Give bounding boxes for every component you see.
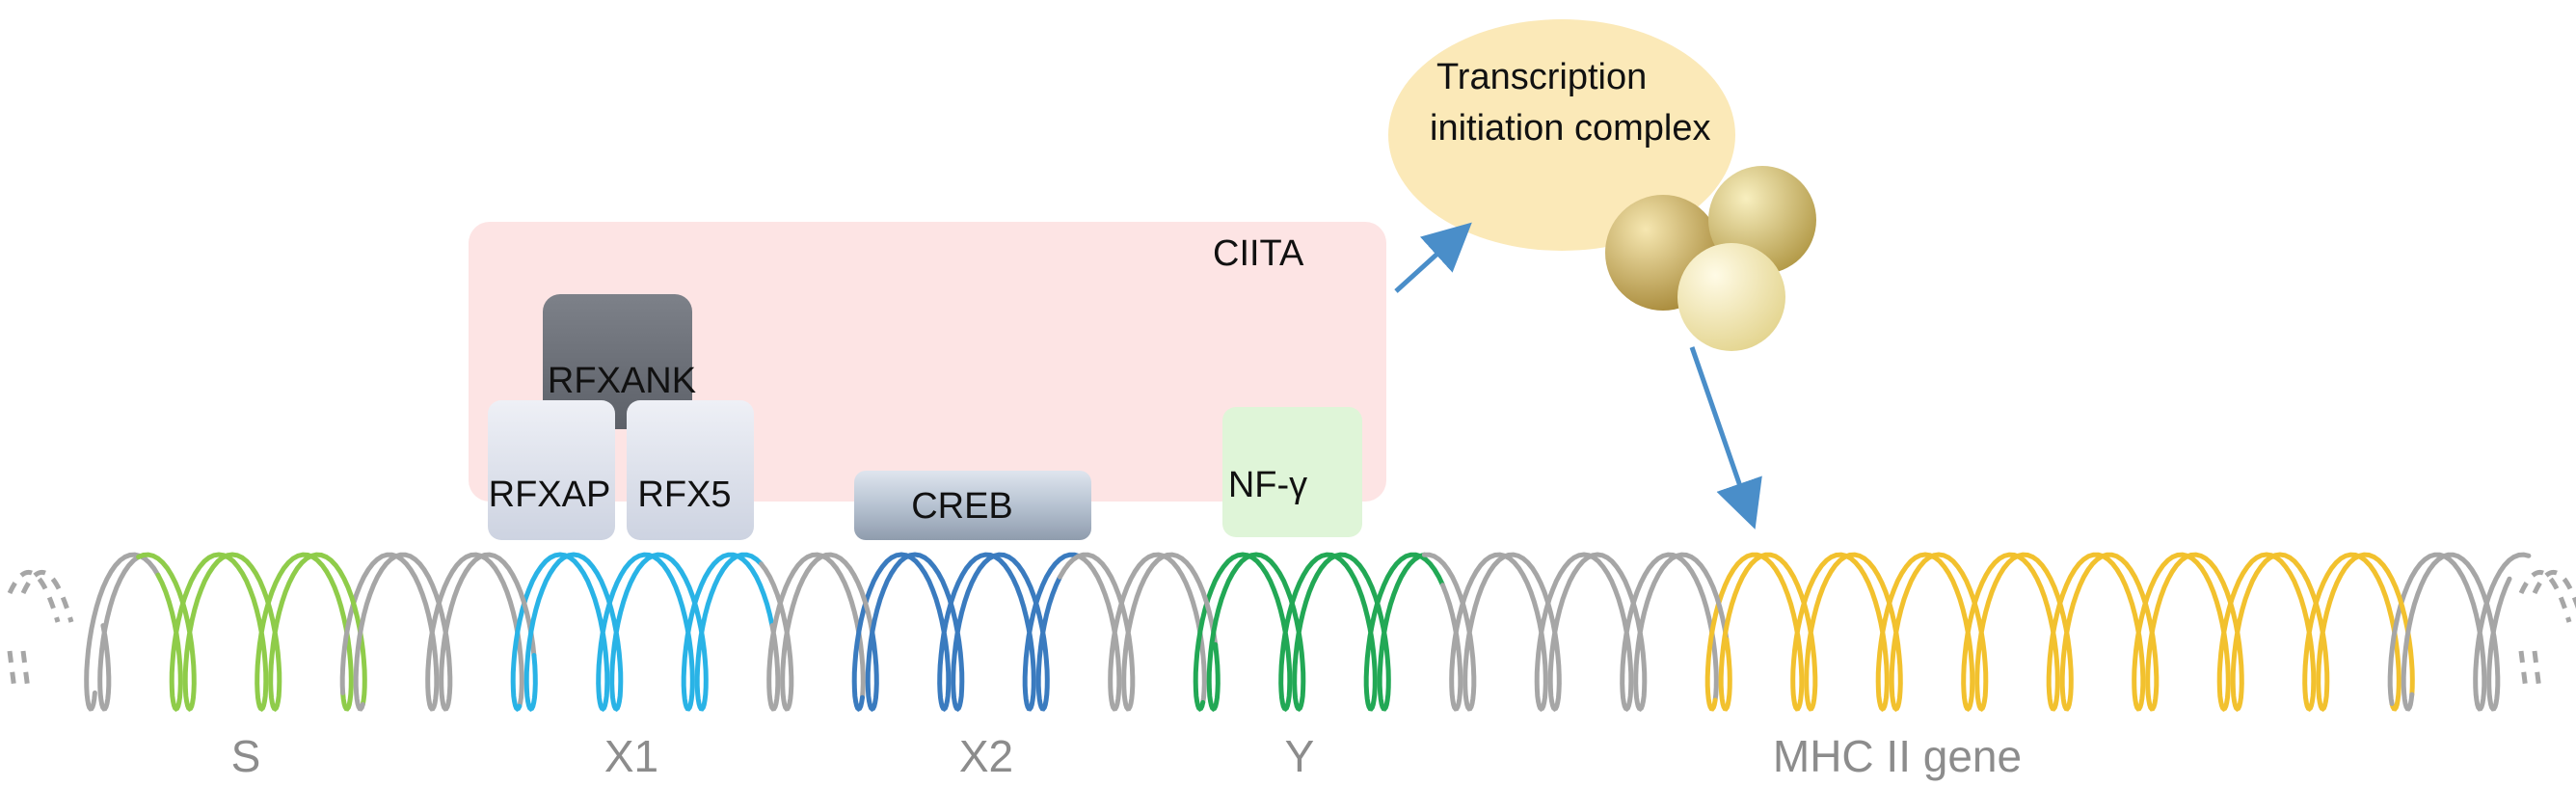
ciita-label: CIITA (1213, 233, 1304, 274)
dna-strand-segment (1704, 552, 2402, 713)
creb-box (854, 471, 1091, 540)
dna-strand-segment (1440, 552, 1719, 713)
dna-strand-segment (865, 552, 1062, 713)
dna-label-y: Y (1285, 731, 1315, 781)
transcription-complex-ellipse (1388, 19, 1735, 251)
nfy-label: NF-γ (1228, 465, 1307, 505)
dna-strand-segment (851, 552, 1083, 713)
dna-label-x1: X1 (604, 731, 658, 781)
dna-strand-segment (1058, 552, 1219, 712)
dna-label-s: S (231, 731, 261, 781)
dna-strand-segment (510, 552, 775, 713)
dna-strand-segment (339, 552, 524, 712)
dna-strand-segment (84, 552, 161, 712)
rfxank-box (543, 294, 692, 429)
dna-strand-segment (1718, 552, 2415, 713)
dna-strand-segment (1193, 552, 1445, 713)
complex-subunit-ball (1677, 243, 1785, 351)
dna-double-helix (7, 552, 2576, 713)
dna-strand-dashed-end (7, 570, 61, 691)
dna-strand-dashed-end (2518, 570, 2572, 691)
dna-strand-segment (759, 552, 875, 712)
rfx5-label: RFX5 (637, 475, 731, 515)
dna-strand-dashed-end (20, 570, 74, 691)
rfxank-label: RFXANK (548, 361, 696, 401)
rfxap-label: RFXAP (489, 475, 611, 515)
rfx5-box (627, 400, 754, 540)
creb-label: CREB (911, 486, 1013, 527)
dna-strand-segment (1421, 552, 1730, 713)
dna-strand-segment (766, 552, 866, 712)
dna-strand-segment (2401, 552, 2512, 712)
rfxap-box (488, 400, 615, 540)
dna-strand-segment (1077, 552, 1207, 712)
dna-strand-segment (136, 552, 367, 713)
arrow-ciita-to-complex (1394, 222, 1472, 293)
dna-strand-segment (523, 552, 764, 713)
arrow-complex-to-gene (1689, 346, 1762, 529)
dna-label-mhc-ii-gene: MHC II gene (1773, 731, 2022, 781)
dna-strand-dashed-end (2532, 570, 2576, 691)
complex-label-line2: initiation complex (1430, 108, 1710, 149)
dna-strand-segment (155, 552, 354, 713)
dna-label-x2: X2 (959, 731, 1013, 781)
dna-strand-segment (97, 555, 142, 712)
dna-strand-segment (1206, 552, 1427, 713)
complex-label-line1: Transcription (1436, 57, 1647, 97)
nfy-box (1222, 407, 1362, 537)
dna-strand-segment (353, 552, 537, 712)
